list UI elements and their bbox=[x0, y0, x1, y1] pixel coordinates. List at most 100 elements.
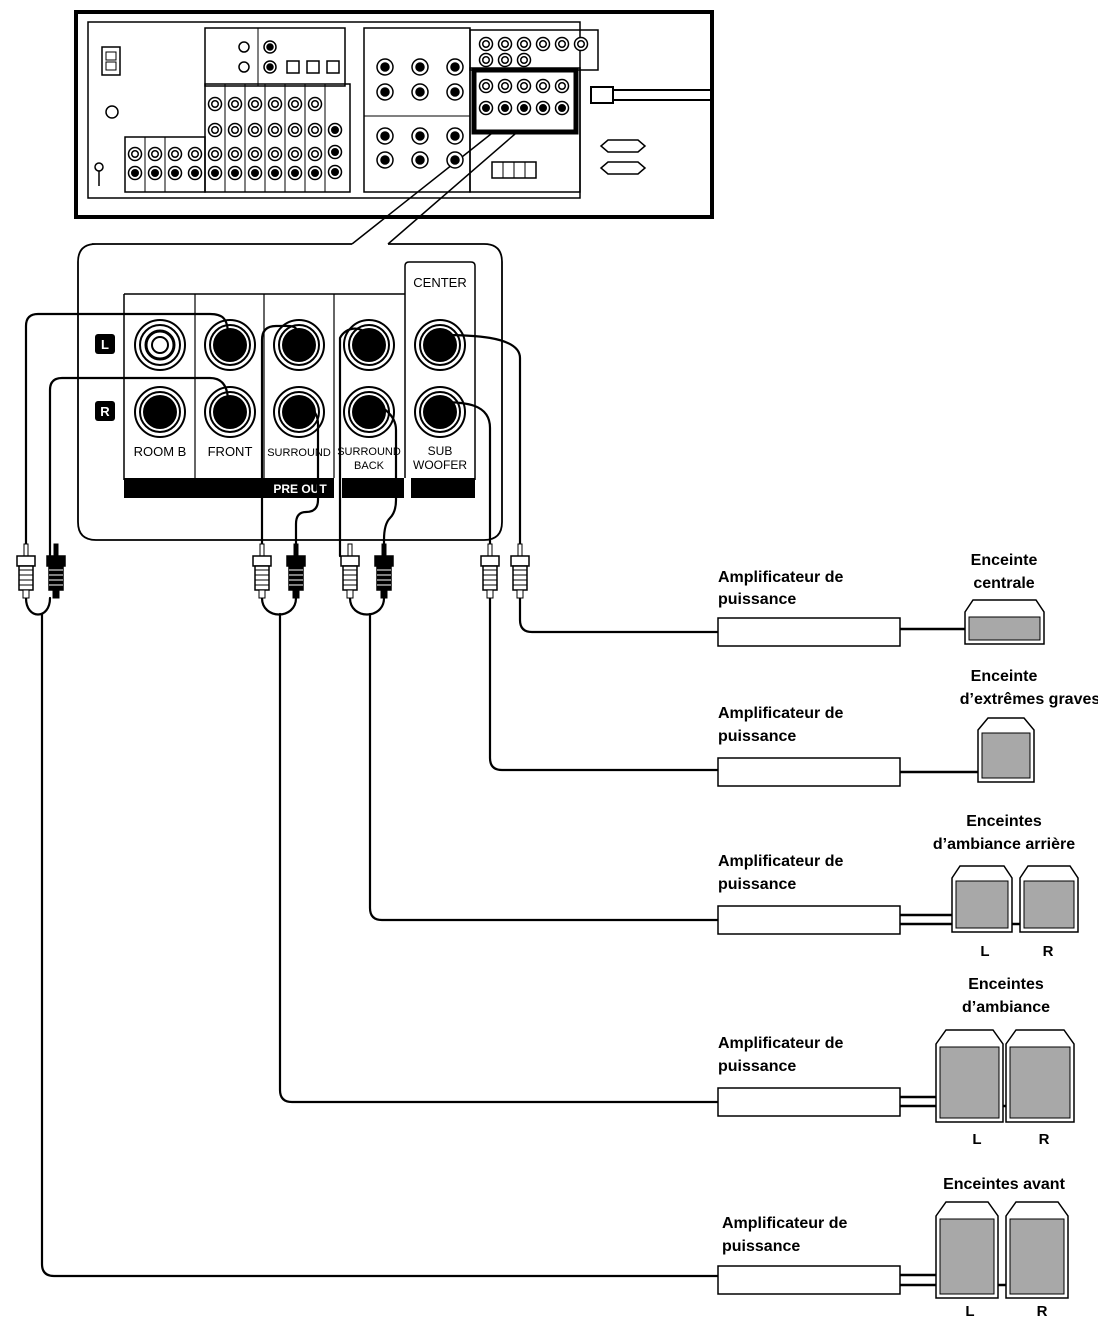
mini-jack bbox=[267, 122, 283, 138]
mini-jack bbox=[573, 36, 589, 52]
surround-back-right-jack bbox=[343, 386, 395, 438]
right-speaker-label: R bbox=[1043, 943, 1054, 960]
mini-jack bbox=[376, 58, 394, 76]
right-speaker-icon bbox=[1005, 1029, 1075, 1123]
speaker-title-line1: Enceinte bbox=[971, 668, 1038, 685]
center-speaker-icon bbox=[964, 599, 1045, 645]
amp-label-line1: Amplificateur de bbox=[718, 569, 843, 586]
mini-jack bbox=[497, 100, 513, 116]
mini-jack bbox=[127, 165, 143, 181]
right-speaker-label: R bbox=[1039, 1131, 1050, 1148]
center-jack bbox=[414, 319, 466, 371]
mini-jack bbox=[267, 96, 283, 112]
pre-out-jacks bbox=[134, 319, 466, 438]
mini-button bbox=[238, 41, 250, 53]
mini-jack bbox=[497, 52, 513, 68]
mini-jack bbox=[187, 165, 203, 181]
surround-back-jack-label-2: BACK bbox=[354, 460, 385, 472]
room-b-left-jack bbox=[134, 319, 186, 371]
mini-jack bbox=[247, 146, 263, 162]
mini-jack bbox=[267, 165, 283, 181]
mini-jack bbox=[307, 146, 323, 162]
left-speaker-label: L bbox=[980, 943, 989, 960]
mini-button bbox=[238, 61, 250, 73]
front-left-jack bbox=[204, 319, 256, 371]
mini-jack bbox=[287, 96, 303, 112]
right-channel-label: R bbox=[100, 404, 110, 419]
mini-jack bbox=[287, 122, 303, 138]
mini-jack bbox=[227, 122, 243, 138]
mini-jack bbox=[167, 146, 183, 162]
mini-jack bbox=[446, 58, 464, 76]
mini-jack bbox=[516, 78, 532, 94]
speaker-title-line2: centrale bbox=[973, 575, 1034, 592]
mini-jack bbox=[411, 58, 429, 76]
receiver-jacks bbox=[127, 36, 589, 181]
subwoofer-speaker-icon bbox=[977, 717, 1035, 783]
surround-right-jack bbox=[273, 386, 325, 438]
room-b-right-jack bbox=[134, 386, 186, 438]
mini-jack bbox=[147, 165, 163, 181]
speaker-title-line1: Enceinte bbox=[971, 552, 1038, 569]
left-speaker-icon bbox=[935, 1029, 1004, 1123]
connection-row-surround-back: Amplificateur de puissance Enceintes d’a… bbox=[717, 813, 1079, 960]
mini-jack bbox=[207, 165, 223, 181]
receiver-rear-panel bbox=[74, 10, 714, 245]
speaker-title-line2: d’extrêmes graves bbox=[960, 691, 1098, 708]
mini-jack bbox=[307, 165, 323, 181]
center-rca-plug bbox=[510, 543, 530, 599]
mini-jack bbox=[446, 127, 464, 145]
mini-jack bbox=[497, 78, 513, 94]
optical-port bbox=[286, 60, 300, 74]
amp-label-line2: puissance bbox=[718, 728, 796, 745]
subwoofer-jack-label-1: SUB bbox=[428, 444, 453, 458]
amp-label-line2: puissance bbox=[722, 1238, 800, 1255]
amp-label-line2: puissance bbox=[718, 1058, 796, 1075]
mini-jack bbox=[207, 146, 223, 162]
surround-back-jack-label-1: SURROUND bbox=[337, 446, 401, 458]
mini-jack bbox=[478, 52, 494, 68]
mini-jack bbox=[167, 165, 183, 181]
mini-jack bbox=[207, 122, 223, 138]
mini-jack bbox=[554, 78, 570, 94]
power-amplifier-box bbox=[717, 1265, 901, 1295]
mini-jack bbox=[411, 83, 429, 101]
mini-jack bbox=[247, 96, 263, 112]
surround-back-left-rca-plug bbox=[340, 543, 360, 599]
surround-back-right-rca-plug bbox=[374, 543, 394, 599]
mini-jack bbox=[516, 36, 532, 52]
left-channel-label: L bbox=[101, 337, 109, 352]
power-amplifier-box bbox=[717, 905, 901, 935]
mini-jack bbox=[478, 36, 494, 52]
mini-jack bbox=[227, 146, 243, 162]
mini-jack bbox=[327, 122, 343, 138]
mini-jack bbox=[376, 83, 394, 101]
power-amplifier-box bbox=[717, 617, 901, 647]
connection-row-front: Amplificateur de puissance Enceintes ava… bbox=[717, 1176, 1069, 1320]
mini-jack bbox=[376, 151, 394, 169]
connection-row-surround: Amplificateur de puissance Enceintes d’a… bbox=[717, 976, 1075, 1148]
room-b-jack-label: ROOM B bbox=[134, 444, 187, 459]
mini-jack bbox=[263, 60, 277, 74]
optical-port bbox=[306, 60, 320, 74]
amp-label-line1: Amplificateur de bbox=[718, 705, 843, 722]
mini-jack bbox=[327, 144, 343, 160]
mini-jack bbox=[446, 151, 464, 169]
surround-left-jack bbox=[273, 319, 325, 371]
mini-jack bbox=[187, 146, 203, 162]
mini-jack bbox=[287, 146, 303, 162]
left-channel-badge bbox=[95, 334, 115, 354]
mini-jack bbox=[327, 164, 343, 180]
amp-label-line2: puissance bbox=[718, 876, 796, 893]
subwoofer-jack bbox=[414, 386, 466, 438]
speaker-title-line1: Enceintes bbox=[966, 813, 1042, 830]
surround-jack-label: SURROUND bbox=[267, 447, 331, 459]
mini-jack bbox=[535, 100, 551, 116]
right-speaker-icon bbox=[1005, 1201, 1069, 1299]
front-left-rca-plug bbox=[16, 543, 36, 599]
surround-back-left-jack bbox=[343, 319, 395, 371]
connection-row-center: Amplificateur de puissance Enceinte cent… bbox=[717, 552, 1045, 647]
amp-label-line1: Amplificateur de bbox=[718, 853, 843, 870]
rca-plugs bbox=[16, 543, 530, 599]
